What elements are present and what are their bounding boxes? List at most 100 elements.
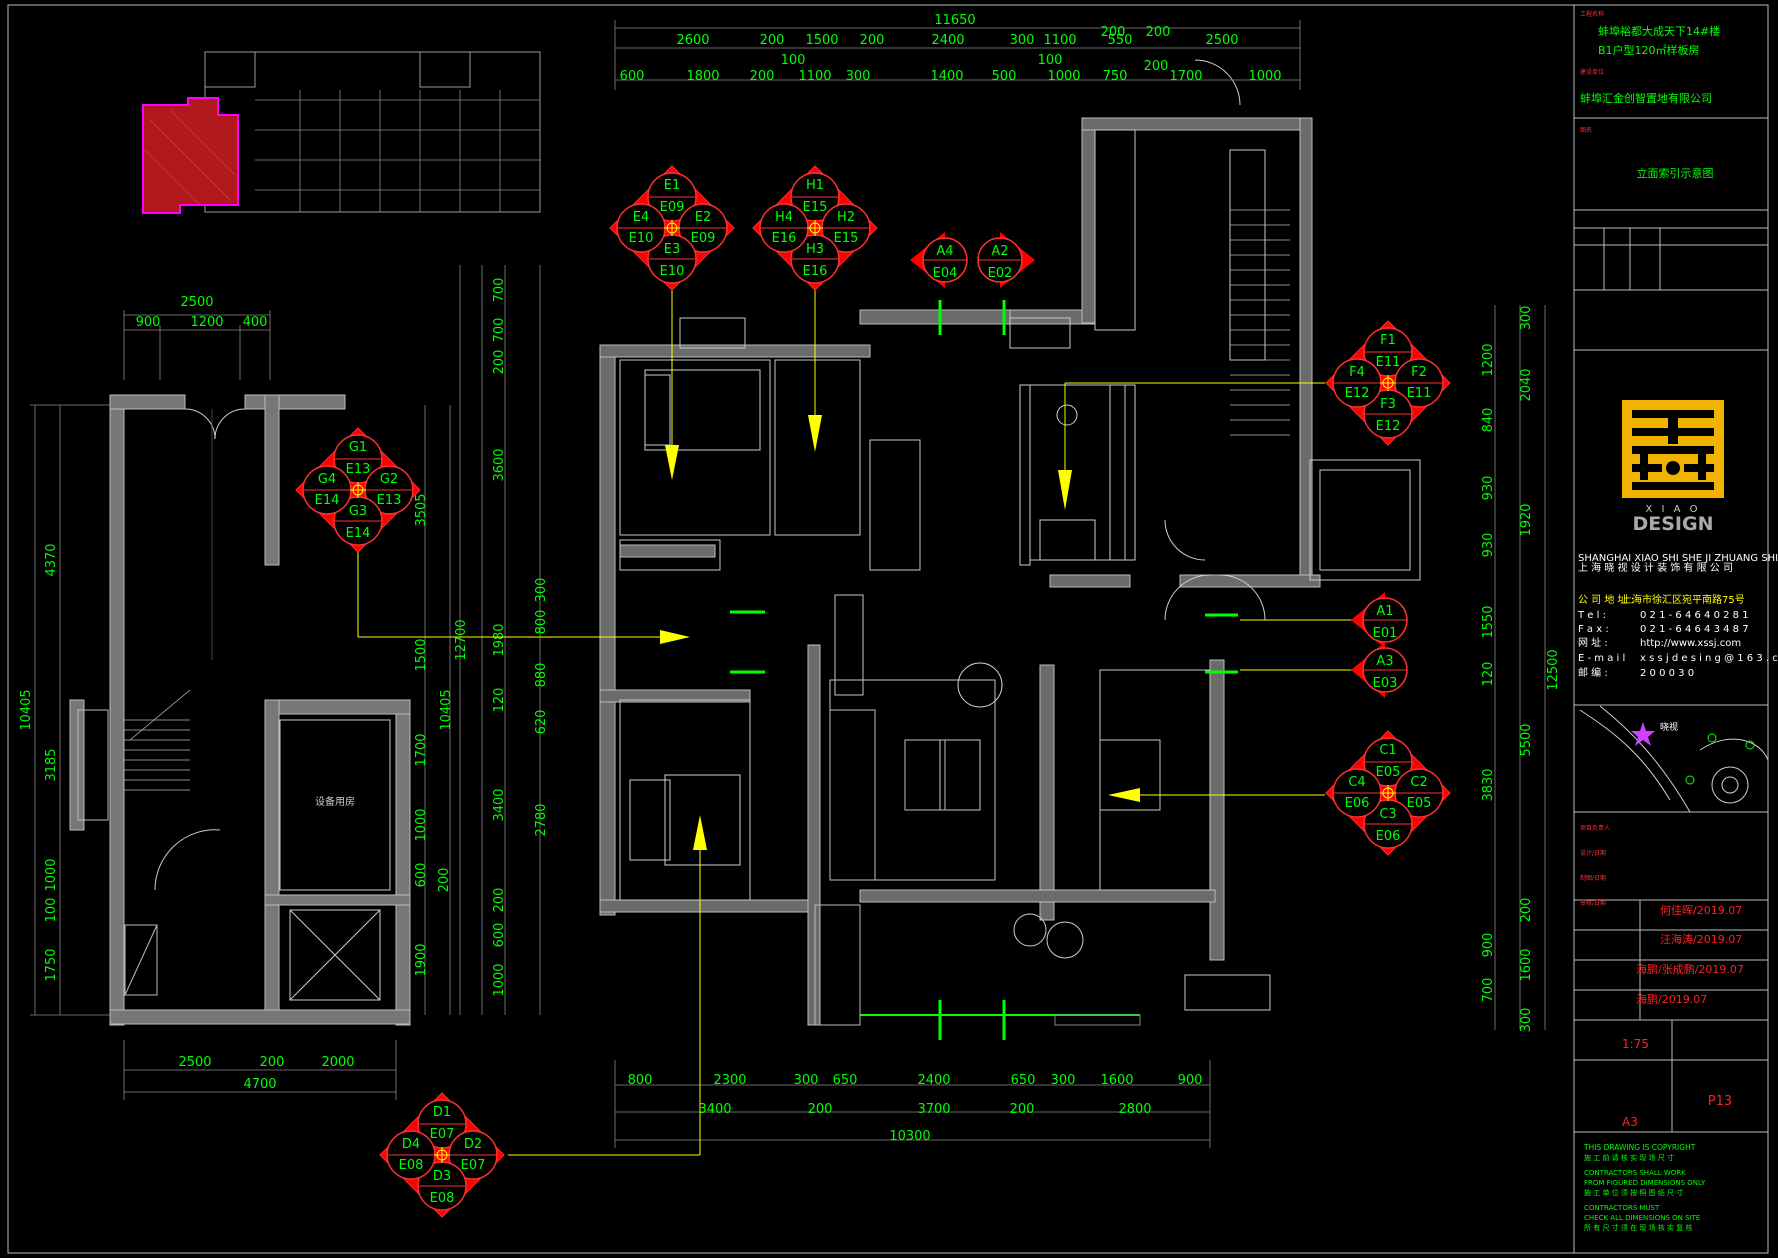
dim-ml-4: 3600 <box>492 448 507 481</box>
dim-top-r3-9: 750 <box>1103 69 1128 84</box>
elevation-markers: E1E09E2E09E4E10E3E10H1E15H2E15H4E16H3E16… <box>295 165 1451 1218</box>
dim-right-side-6: 1900 <box>414 943 429 976</box>
key-plan <box>142 51 541 214</box>
dim-bot-r1-2: 2300 <box>713 1073 746 1088</box>
side-marker-ref: E01 <box>1373 626 1398 641</box>
marker-label-left: F4 <box>1349 365 1365 380</box>
marker-label-left: H4 <box>775 210 793 225</box>
sheet-number: P13 <box>1708 1094 1732 1109</box>
copyright-7: CHECK ALL DIMENSIONS ON SITE <box>1584 1214 1700 1222</box>
marker-ref-left: E14 <box>315 493 340 508</box>
dim-left-side-1: 4370 <box>44 543 59 576</box>
svg-text:建设单位: 建设单位 <box>1580 68 1604 76</box>
dim-bot-r2-1: 3400 <box>698 1102 731 1117</box>
marker-ref-left: E12 <box>1345 386 1370 401</box>
main-floor-plan: 11650 2600 200 1500 200 2400 300 1100 20… <box>454 13 1561 1148</box>
dim-mr-13: 900 <box>1481 933 1496 958</box>
dim-left-bot-total: 4700 <box>243 1077 276 1092</box>
dim-mr-15: 700 <box>1481 978 1496 1003</box>
dim-right-side-total: 10405 <box>439 689 454 730</box>
dim-top-r1-10: 200 <box>1146 25 1171 40</box>
marker-ref-top: E05 <box>1376 765 1401 780</box>
left-enlarged-plan: 设备用房 2500 900 1200 400 2500 200 2000 470… <box>19 295 454 1100</box>
dim-mr-10: 5500 <box>1519 723 1534 756</box>
marker-label-right: F2 <box>1411 365 1427 380</box>
dim-mr-4: 2040 <box>1519 368 1534 401</box>
svg-text:图名: 图名 <box>1580 126 1592 134</box>
marker-ref-left: E16 <box>772 231 797 246</box>
dim-ml-9: 120 <box>492 688 507 713</box>
dim-ml-11: 3400 <box>492 788 507 821</box>
dim-ml-1: 700 <box>492 278 507 303</box>
sign-1: 何佳晖/2019.07 <box>1660 903 1742 917</box>
marker-label-left: E4 <box>633 210 650 225</box>
marker-ref-bottom: E10 <box>660 264 685 279</box>
dim-bot-r1-1: 800 <box>628 1073 653 1088</box>
company-cn: 上 海 晓 视 设 计 装 饰 有 限 公 司 <box>1578 561 1733 574</box>
dim-top-r3-6: 1400 <box>930 69 963 84</box>
dim-top-r1-11: 2500 <box>1205 33 1238 48</box>
email-label: E - m a i l <box>1578 653 1625 664</box>
marker-ref-top: E07 <box>430 1127 455 1142</box>
client-name: 蚌埠汇金创智置地有限公司 <box>1580 91 1712 105</box>
marker-label-bottom: G3 <box>349 504 367 519</box>
dim-top-r2-1: 100 <box>781 53 806 68</box>
dim-top-r3-7: 500 <box>992 69 1017 84</box>
logo-word: DESIGN <box>1632 513 1713 535</box>
dim-bot-r1-8: 1600 <box>1100 1073 1133 1088</box>
marker-ref-left: E10 <box>629 231 654 246</box>
dim-ml-14: 600 <box>492 923 507 948</box>
leader-arrows <box>660 415 1140 850</box>
dim-bot-r2-4: 200 <box>1010 1102 1035 1117</box>
title-block: 工程名称 蚌埠裕都大成天下14#楼 B1户型120㎡样板房 建设单位 蚌埠汇金创… <box>1574 10 1778 1232</box>
copyright-2: 施 工 前 请 核 实 现 场 尺 寸 <box>1584 1153 1674 1162</box>
dim-right-side-4: 1000 <box>414 808 429 841</box>
side-marker-label: A3 <box>1376 654 1393 669</box>
marker-label-left: G4 <box>318 472 336 487</box>
marker-ref-top: E15 <box>803 200 828 215</box>
dim-ml-5: 300 <box>534 578 549 603</box>
dim-top-r1-1: 2600 <box>676 33 709 48</box>
marker-ref-right: E09 <box>691 231 716 246</box>
equipment-room-label: 设备用房 <box>315 795 355 808</box>
copyright-5: 施 工 单 位 须 按 照 图 纸 尺 寸 <box>1584 1188 1683 1197</box>
dim-left-bot-2: 200 <box>260 1055 285 1070</box>
marker-ref-top: E09 <box>660 200 685 215</box>
dim-ml-15: 1000 <box>492 963 507 996</box>
scale-value: 1:75 <box>1622 1037 1649 1051</box>
svg-text:项目负责人: 项目负责人 <box>1580 824 1610 832</box>
dim-mr-3: 840 <box>1481 408 1496 433</box>
dim-top-total: 11650 <box>934 13 975 28</box>
svg-text:设计/日期: 设计/日期 <box>1580 849 1606 857</box>
dim-ml-6: 800 <box>534 610 549 635</box>
email-value: x s s j d e s i n g @ 1 6 3 . c o m <box>1640 653 1778 664</box>
marker-label-right: H2 <box>837 210 855 225</box>
dim-ml-8: 880 <box>534 663 549 688</box>
dim-left-bot-1: 2500 <box>178 1055 211 1070</box>
logo-letters: X I A O <box>1645 504 1700 515</box>
copyright-3: CONTRACTORS SHALL WORK <box>1584 1169 1686 1177</box>
marker-label-right: C2 <box>1410 775 1427 790</box>
fax-label: F a x : <box>1578 624 1609 635</box>
marker-ref-right: E05 <box>1407 796 1432 811</box>
dim-mr-6: 930 <box>1481 533 1496 558</box>
dim-ml-7: 1980 <box>492 623 507 656</box>
dim-mr-2: 1200 <box>1481 343 1496 376</box>
dim-mr-16: 300 <box>1519 1008 1534 1033</box>
dim-top-r2-2: 100 <box>1038 53 1063 68</box>
marker-label-top: H1 <box>806 178 824 193</box>
marker-label-top: E1 <box>664 178 681 193</box>
dim-mr-14: 1600 <box>1519 948 1534 981</box>
marker-ref-right: E13 <box>377 493 402 508</box>
dim-top-r1-8: 200 <box>1101 25 1126 40</box>
dim-mr-total: 12500 <box>1546 649 1561 690</box>
sign-3: 海鹏/张成鹏/2019.07 <box>1636 962 1744 976</box>
dim-mr-12: 200 <box>1519 898 1534 923</box>
marker-ref-bottom: E08 <box>430 1191 455 1206</box>
copyright-8: 所 有 尺 寸 须 在 现 场 核 实 复 核 <box>1584 1223 1692 1232</box>
half-marker-label: A4 <box>936 244 953 259</box>
